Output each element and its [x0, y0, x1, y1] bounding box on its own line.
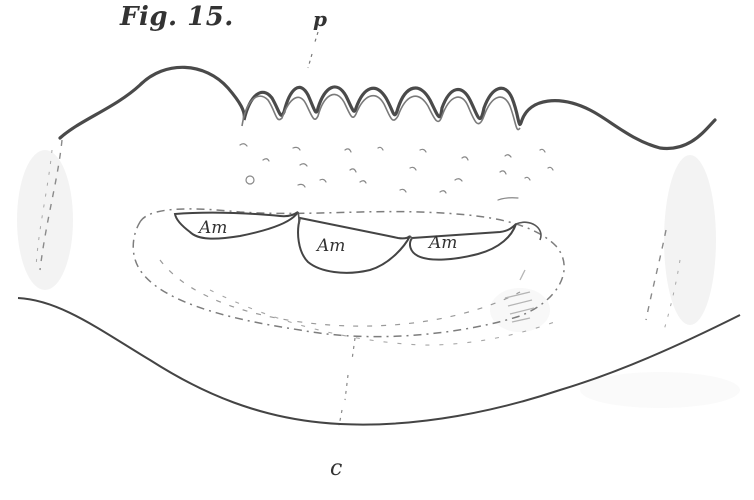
figure-title: Fig. 15. [120, 2, 234, 32]
amnion-inner [160, 260, 520, 326]
label-am-2: Am [317, 236, 345, 256]
fold-inner-line [242, 94, 520, 129]
label-c: c [330, 456, 342, 481]
label-p: p [313, 7, 327, 31]
p-pointer [308, 32, 318, 68]
cell-marks [240, 144, 553, 200]
amnion-cavity-3 [410, 224, 516, 260]
label-am-3: Am [429, 233, 457, 253]
label-am-1: Am [199, 218, 227, 238]
amnion-cavity-1 [175, 212, 298, 239]
right-wall [646, 230, 666, 320]
background-shading [17, 150, 740, 408]
central-axis [339, 338, 355, 426]
upper-outline [60, 67, 715, 148]
amnion-cavity-2 [298, 218, 410, 273]
